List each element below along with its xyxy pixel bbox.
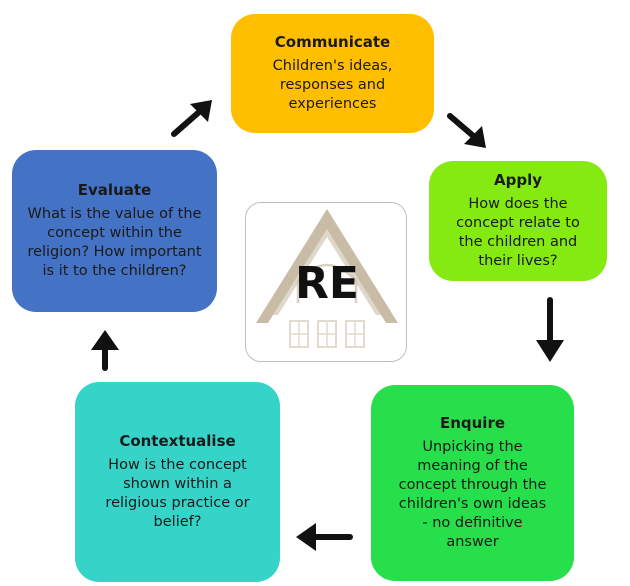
apply-box: Apply How does the concept relate to the… <box>429 161 607 281</box>
arrow-apply-to-enquire <box>536 297 564 362</box>
re-logo-text: RE <box>295 258 359 309</box>
roof-inner-shape <box>272 225 382 315</box>
evaluate-body: What is the value of the concept within … <box>27 206 202 279</box>
contextualise-box: Contextualise How is the concept shown w… <box>75 382 280 582</box>
arrow-contextualise-to-evaluate <box>91 330 119 371</box>
arrow-communicate-to-apply <box>447 113 486 148</box>
enquire-body: Unpicking the meaning of the concept thr… <box>398 439 547 550</box>
communicate-body: Children's ideas, responses and experien… <box>272 58 393 112</box>
contextualise-title: Contextualise <box>119 432 236 450</box>
arch-window-shape <box>296 263 358 303</box>
communicate-title: Communicate <box>274 33 391 51</box>
evaluate-title: Evaluate <box>77 181 152 199</box>
enquire-title: Enquire <box>439 414 506 432</box>
apply-body: How does the concept relate to the child… <box>456 196 580 269</box>
enquire-box: Enquire Unpicking the meaning of the con… <box>371 385 574 581</box>
roof-outer-shape <box>256 209 398 323</box>
contextualise-body: How is the concept shown within a religi… <box>105 457 250 530</box>
lower-windows-group <box>289 320 365 348</box>
communicate-box: Communicate Children's ideas, responses … <box>231 14 434 133</box>
arrow-evaluate-to-communicate <box>171 100 212 137</box>
arrow-enquire-to-contextualise <box>296 523 353 551</box>
re-logo-icon: RE <box>256 209 398 348</box>
re-logo-card: RE <box>245 202 407 362</box>
evaluate-box: Evaluate What is the value of the concep… <box>12 150 217 312</box>
apply-title: Apply <box>493 171 542 189</box>
